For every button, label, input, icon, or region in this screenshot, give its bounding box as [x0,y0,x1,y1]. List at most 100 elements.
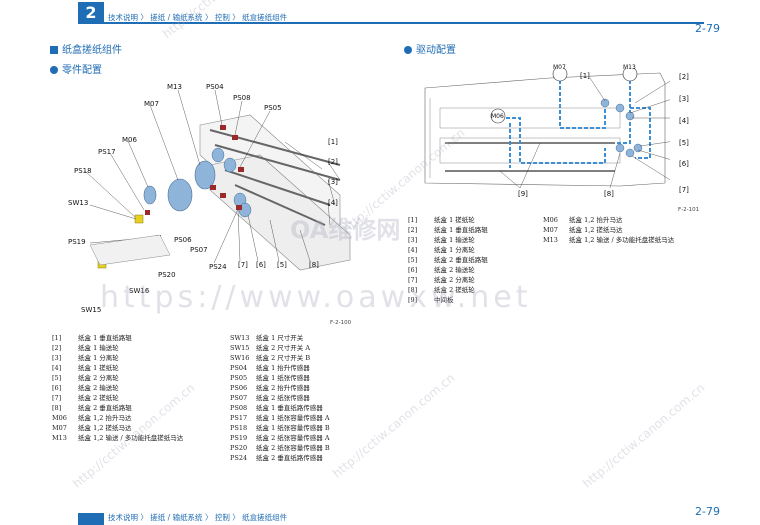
legend-key: PS08 [230,404,248,412]
switch-sw13 [134,214,144,224]
parts-section-title: 零件配置 [50,61,102,76]
watermark-canon: http://cctiw.canon.com.cn [330,370,458,481]
shaft-1 [209,129,341,166]
circle-bullet-icon [50,66,58,74]
drive-label-n5: [5] [679,139,689,147]
legend-row: [1]纸盒 1 垂直纸路辊 [52,333,183,343]
legend-key: M07 [543,226,558,234]
legend-value: 纸盒 1 尺寸开关 [256,334,304,342]
legend-key: [3] [52,354,62,362]
legend-row: [6]纸盒 2 输送轮 [408,265,488,275]
shaft-2 [214,144,341,181]
legend-value: 纸盒 1 分离轮 [78,354,119,362]
drive-label-n8: [8] [604,190,614,198]
legend-key: [2] [52,344,62,352]
legend-value: 纸盒 1,2 抬升马达 [569,216,623,224]
drive-legend-left: [1]纸盒 1 搓纸轮 [2]纸盒 1 垂直纸路辊 [3]纸盒 1 输送轮 [4… [408,215,488,305]
drive-frame [424,72,666,187]
legend-value: 纸盒 2 尺寸开关 B [256,354,311,362]
sensor-ps07 [220,193,226,198]
legend-row: M06 纸盒 1,2 抬升马达 [543,215,674,225]
legend-value: 纸盒 1 垂直纸路传感器 [256,404,323,412]
legend-key: [7] [408,276,418,284]
legend-key: PS18 [230,424,248,432]
legend-key: [9] [408,296,418,304]
legend-row: [4]纸盒 1 分离轮 [408,245,488,255]
drive-diagram [424,68,670,189]
label-ps19: PS19 [68,238,86,246]
drive-roller-5 [625,148,635,158]
legend-row: [7]纸盒 2 分离轮 [408,275,488,285]
drive-legend-right: M06 纸盒 1,2 抬升马达 M07 纸盒 1,2 搓纸马达 M13 纸盒 1,2 … [543,215,674,245]
drive-figure-id: F-2-101 [678,207,700,213]
drive-label-m13: M13 [623,64,636,71]
label-ps05: PS05 [264,104,282,112]
legend-key: M06 [543,216,558,224]
label-n8: [8] [309,261,319,269]
label-ps07: PS07 [190,246,208,254]
legend-value: 纸盒 1 输送轮 [78,344,119,352]
motor-m07-circle [552,68,568,82]
label-n2: [2] [328,158,338,166]
legend-row: [3]纸盒 1 输送轮 [408,235,488,245]
motor-m13-circle [622,68,638,82]
legend-key: [7] [52,394,62,402]
main-title-text: 纸盒搓纸组件 [62,45,122,56]
legend-value: 纸盒 1,2 抬升马达 [78,414,132,422]
drive-roller-2 [615,103,625,113]
label-n6: [6] [256,261,266,269]
parts-diagram [84,89,351,271]
legend-key: M06 [52,414,67,422]
legend-value: 纸盒 1 分离轮 [434,246,475,254]
drive-roller-1 [600,98,610,108]
square-bullet-icon [50,46,58,54]
page-number: 2-79 [695,22,720,35]
legend-key: [5] [408,256,418,264]
legend-row: [2]纸盒 1 垂直纸路辊 [408,225,488,235]
legend-row: [2] 纸盒 1 输送轮 [52,343,183,353]
legend-key: [1] [52,334,62,342]
motor-m13 [194,160,216,190]
legend-row: [3] 纸盒 1 分离轮 [52,353,183,363]
legend-value: 纸盒 1,2 输送 / 多功能托盘搓纸马达 [569,236,675,244]
legend-value: 纸盒 1,2 搓纸马达 [78,424,132,432]
sensor-ps04 [220,125,226,130]
drive-roller-3 [625,111,635,121]
legend-key: [6] [52,384,62,392]
legend-row: M07 纸盒 1,2 搓纸马达 [543,225,674,235]
legend-value: 纸盒 2 抬升传感器 [256,384,310,392]
legend-key: M13 [543,236,558,244]
shaft-4 [234,184,326,226]
legend-value: 纸盒 2 纸张容量传感器 A [256,434,330,442]
breadcrumb: 技术说明 〉 搓纸 / 输纸系统 〉 控制 〉 纸盒搓纸组件 [108,13,288,22]
legend-key: PS19 [230,434,248,442]
legend-value: 纸盒 1,2 搓纸马达 [569,226,623,234]
legend-key: M13 [52,434,67,442]
drive-label-m07: M07 [553,64,566,71]
legend-row: M07 纸盒 1,2 搓纸马达 [52,423,183,433]
legend-key: M07 [52,424,67,432]
label-sw13: SW13 [68,199,89,207]
header-rule [104,22,704,24]
legend-value: 纸盒 1 纸张容量传感器 A [256,414,330,422]
legend-value: 纸盒 1 抬升传感器 [256,364,310,372]
drive-inner [429,98,621,178]
legend-key: [2] [408,226,418,234]
drive-label-n4: [4] [679,117,689,125]
motor-m06-circle [490,108,506,124]
label-m13: M13 [167,83,182,91]
legend-key: [6] [408,266,418,274]
legend-row: [8]纸盒 2 垂直纸路辊 [52,403,183,413]
legend-value: 纸盒 2 搓纸轮 [434,286,475,294]
legend-row: [9]中间板 [408,295,488,305]
motor-m06 [143,185,157,205]
legend-key: [3] [408,236,418,244]
legend-key: [8] [52,404,62,412]
